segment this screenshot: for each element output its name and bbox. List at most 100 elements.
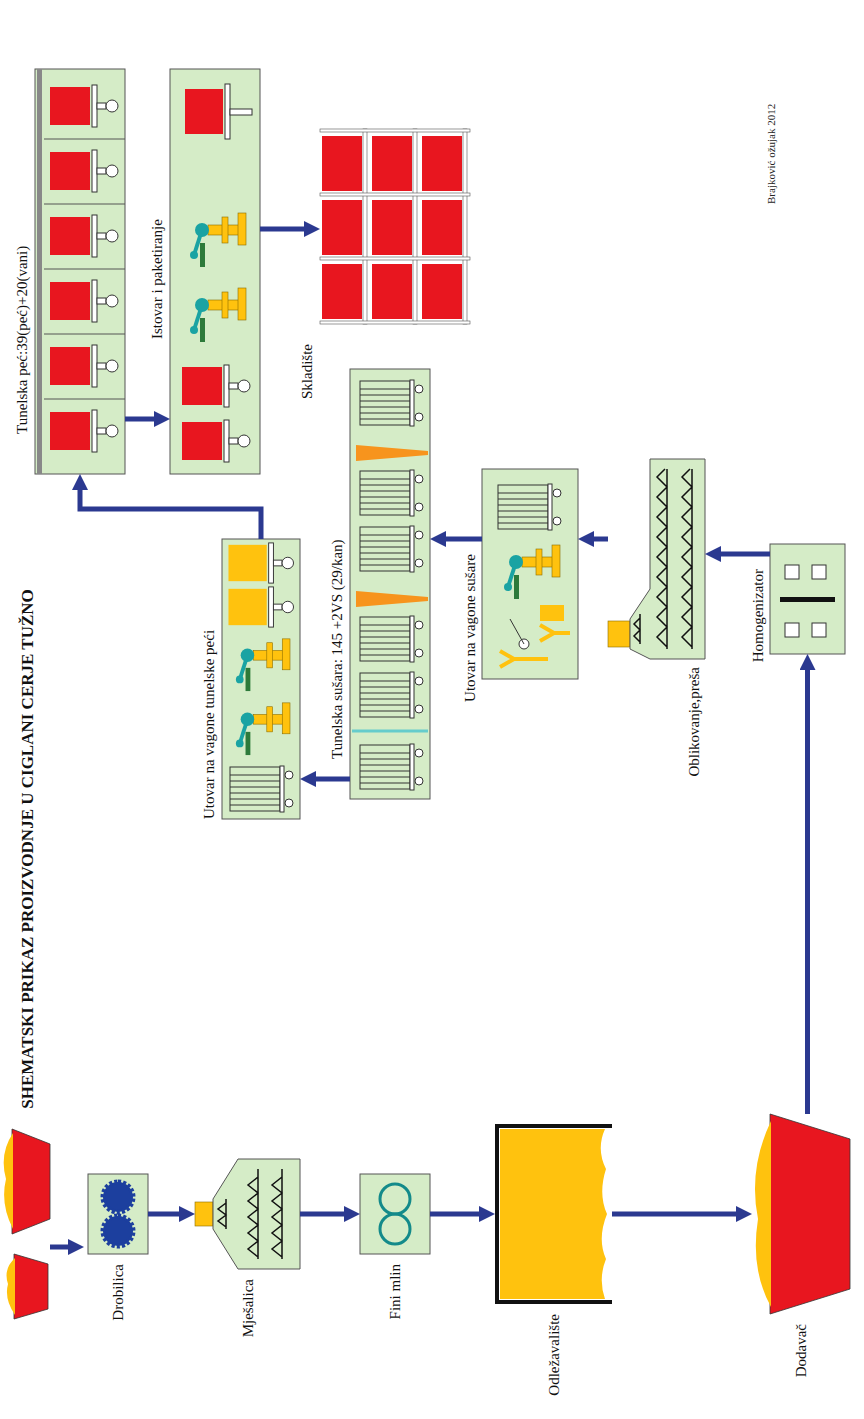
tunnel-dryer bbox=[350, 369, 430, 799]
fine-mill bbox=[360, 1174, 430, 1254]
crusher-node: Drobilica bbox=[88, 1174, 148, 1254]
dryer-node: Tunelska sušara: 145 +2VS (29/kan) bbox=[350, 369, 430, 799]
aging-yard bbox=[497, 1126, 612, 1302]
extrusion-press bbox=[630, 459, 705, 659]
node-label: Skladište bbox=[298, 344, 316, 399]
raw-material-heaps bbox=[4, 1129, 84, 1319]
fine-mill bbox=[360, 1174, 430, 1254]
flow-arrow bbox=[148, 1212, 183, 1217]
homogenizer bbox=[770, 544, 845, 654]
node-label: Utovar na vagone tunelske peći bbox=[200, 630, 218, 819]
flow-arrow bbox=[442, 537, 482, 542]
node-label: Drobilica bbox=[109, 1264, 127, 1321]
flow-arrow bbox=[260, 227, 308, 232]
loading-node: Utovar na vagone tunelske peći bbox=[222, 539, 300, 819]
aging-yard bbox=[500, 1129, 607, 1299]
warehouse-grid bbox=[322, 200, 362, 255]
unloading-station bbox=[190, 288, 246, 342]
warehouse-grid bbox=[322, 264, 362, 319]
unloading-station bbox=[182, 420, 250, 462]
crusher bbox=[103, 1182, 133, 1212]
warehouse-grid bbox=[320, 257, 470, 260]
node-label: Dodavač bbox=[792, 1324, 810, 1377]
tunnel-kiln bbox=[35, 69, 125, 474]
warehouse-grid bbox=[372, 200, 412, 255]
homogenizer bbox=[812, 623, 826, 637]
kiln-node: Tunelska peć:39(peć)+20(vani) bbox=[35, 69, 125, 474]
flow-arrow bbox=[805, 666, 810, 1114]
fine-mill bbox=[380, 1214, 410, 1244]
unloading-node: Istovar i paketiranje bbox=[170, 69, 260, 474]
tunnel-dryer bbox=[356, 445, 428, 461]
tunnel-dryer bbox=[360, 526, 423, 572]
warehouse-grid bbox=[463, 129, 467, 324]
dryer-loading-station bbox=[500, 651, 548, 667]
homogenizer bbox=[770, 544, 845, 654]
flow-arrow bbox=[590, 537, 608, 542]
unloading-station bbox=[185, 89, 223, 134]
tunnel-kiln bbox=[35, 69, 125, 474]
mixer bbox=[195, 1159, 300, 1269]
warehouse-grid bbox=[422, 136, 462, 191]
feeder-hopper bbox=[755, 1114, 850, 1314]
tunnel-kiln bbox=[44, 139, 125, 399]
raw-material-heaps bbox=[14, 1254, 48, 1319]
tunnel-dryer bbox=[360, 616, 423, 662]
unloading-station bbox=[182, 365, 250, 407]
author-note: Brajković ožujak 2012 bbox=[765, 104, 778, 204]
mixer bbox=[248, 1169, 258, 1259]
warehouse-node: Skladište bbox=[320, 129, 470, 324]
crusher bbox=[103, 1216, 133, 1246]
mill-node: Fini mlin bbox=[360, 1174, 430, 1254]
warehouse-grid bbox=[320, 321, 470, 324]
mixer bbox=[195, 1202, 213, 1226]
tunnel-dryer bbox=[356, 591, 428, 607]
kiln-loading-station bbox=[228, 587, 293, 627]
kiln-loading-station bbox=[230, 766, 293, 812]
storage-node: Odležavalište bbox=[495, 1124, 612, 1304]
node-label: Tunelska sušara: 145 +2VS (29/kan) bbox=[328, 539, 346, 759]
tunnel-dryer bbox=[350, 369, 430, 799]
homogenizer-node: Homogenizator bbox=[770, 544, 845, 654]
raw-material-heaps bbox=[68, 1239, 84, 1255]
extrusion-press bbox=[608, 459, 705, 659]
warehouse-grid bbox=[320, 129, 470, 324]
extrusion-press bbox=[608, 621, 630, 647]
dryer-loading-station bbox=[482, 469, 578, 679]
mixer bbox=[213, 1159, 300, 1269]
press-node: Oblikovanje,preša bbox=[608, 459, 705, 659]
extrusion-press bbox=[657, 469, 667, 649]
warehouse-grid bbox=[372, 136, 412, 191]
flow-arrow bbox=[430, 1212, 483, 1217]
extrusion-press bbox=[634, 614, 640, 644]
warehouse-grid bbox=[320, 129, 470, 132]
diagram-title: SHEMATSKI PRIKAZ PROIZVODNJE U CIGLANI C… bbox=[18, 559, 38, 1139]
homogenizer bbox=[780, 597, 835, 602]
homogenizer bbox=[785, 623, 799, 637]
dryer-loading-station bbox=[540, 605, 564, 621]
feeder-hopper bbox=[755, 1121, 771, 1307]
node-label: Oblikovanje,preša bbox=[685, 667, 703, 777]
loading-node: Utovar na vagone sušare bbox=[482, 469, 578, 679]
extrusion-press bbox=[682, 469, 692, 649]
tunnel-kiln bbox=[50, 215, 118, 257]
raw-material-heaps bbox=[12, 1129, 50, 1234]
warehouse-grid bbox=[320, 193, 470, 196]
tunnel-dryer bbox=[352, 730, 428, 733]
crusher bbox=[88, 1174, 148, 1254]
tunnel-kiln bbox=[37, 69, 42, 474]
mixer bbox=[272, 1169, 282, 1259]
mixer-node: Mješalica bbox=[195, 1159, 300, 1269]
flow-arrow bbox=[300, 1212, 348, 1217]
fine-mill bbox=[380, 1184, 410, 1214]
node-label: Mješalica bbox=[239, 1279, 257, 1337]
node-label: Fini mlin bbox=[386, 1264, 404, 1319]
tunnel-kiln bbox=[50, 85, 118, 127]
flow-arrow bbox=[80, 486, 261, 539]
node-label: Istovar i paketiranje bbox=[148, 219, 166, 339]
unloading-station bbox=[230, 109, 252, 115]
node-label: Tunelska peć:39(peć)+20(vani) bbox=[13, 246, 31, 434]
